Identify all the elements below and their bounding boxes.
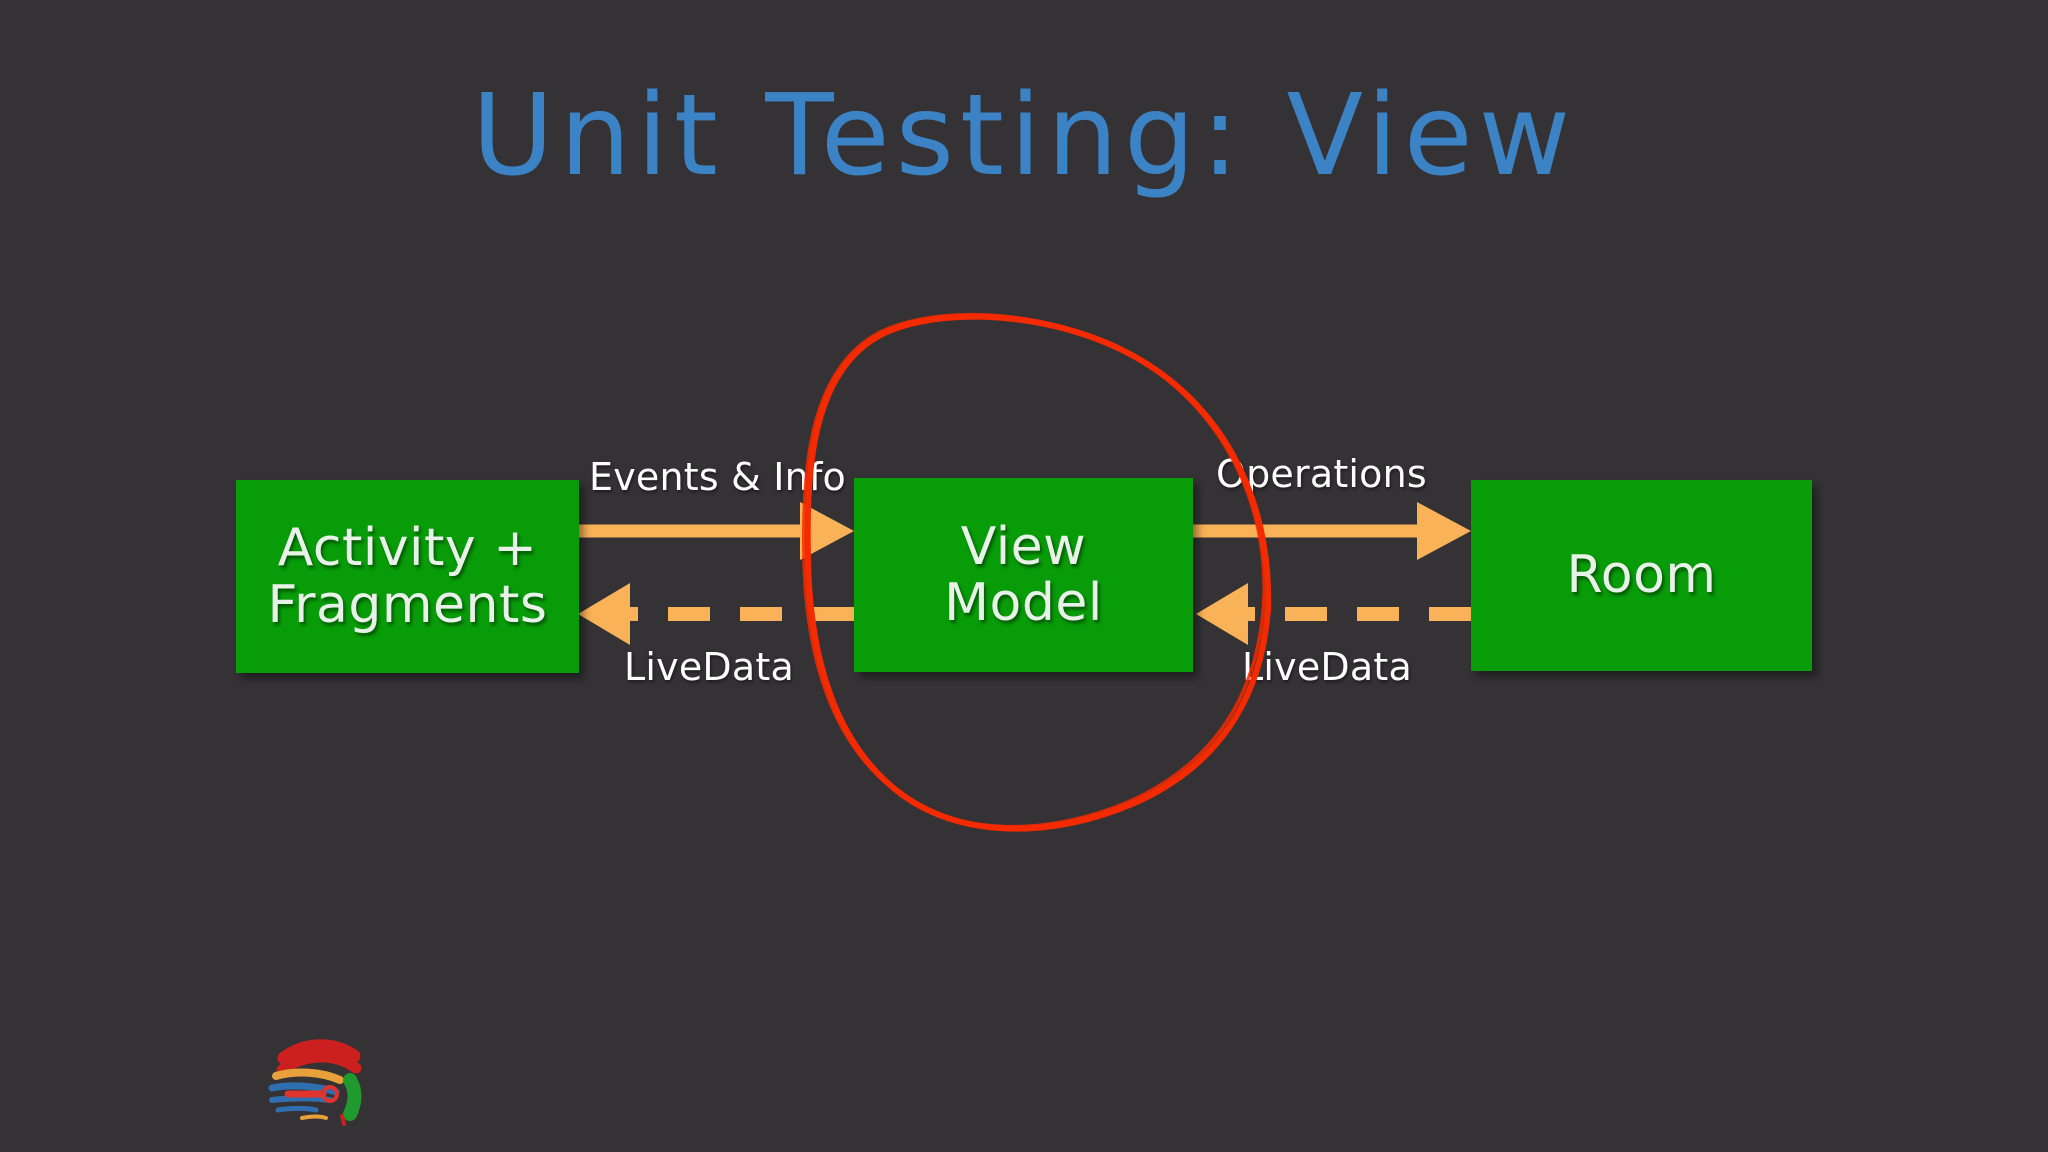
edge-operations-arrow bbox=[1193, 502, 1471, 560]
node-room[interactable]: Room bbox=[1471, 480, 1812, 671]
page-title: Unit Testing: View bbox=[471, 71, 1577, 201]
edge-events-arrow bbox=[579, 502, 854, 560]
edge-label-livedata-right: LiveData bbox=[1242, 645, 1412, 689]
edge-livedata-left-arrow bbox=[578, 583, 854, 645]
node-activity-fragments[interactable]: Activity + Fragments bbox=[236, 480, 579, 673]
edge-label-operations: Operations bbox=[1216, 452, 1427, 496]
node-activity-fragments-label: Activity + Fragments bbox=[267, 518, 548, 635]
edge-label-events-and-info: Events & Info bbox=[589, 455, 846, 499]
feather-fan-logo bbox=[268, 1039, 362, 1126]
edge-label-livedata-left: LiveData bbox=[624, 645, 794, 689]
edge-livedata-right-arrow bbox=[1196, 583, 1471, 645]
node-room-label: Room bbox=[1566, 545, 1717, 606]
node-view-model-label: View Model bbox=[944, 516, 1103, 633]
node-view-model[interactable]: View Model bbox=[854, 478, 1193, 672]
